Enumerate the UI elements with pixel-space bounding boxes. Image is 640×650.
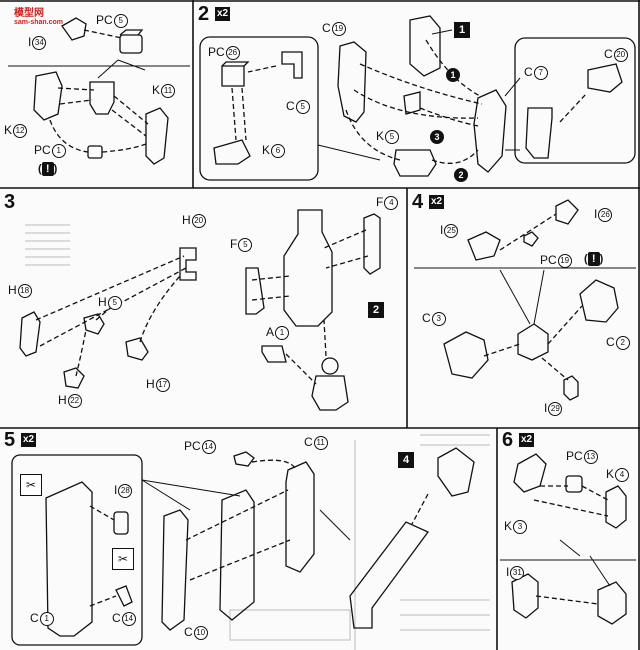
order-mark: 3 xyxy=(430,130,444,144)
step5-leaders xyxy=(141,479,351,541)
step5-guides xyxy=(89,459,429,607)
reference-box: 2 xyxy=(368,302,384,318)
step4-leaders xyxy=(499,269,545,325)
reference-box: 1 xyxy=(454,22,470,38)
step2-parts xyxy=(213,15,623,177)
step1-guides xyxy=(49,29,149,153)
step-number: 6 xyxy=(502,429,514,451)
subpanels xyxy=(8,36,636,646)
step1-parts xyxy=(33,17,169,165)
step2-guides xyxy=(231,39,587,164)
order-mark: 2 xyxy=(454,168,468,182)
step6-guides xyxy=(533,485,609,605)
background-print xyxy=(25,224,490,650)
step-number: 3 xyxy=(4,191,16,213)
step-number: 5 xyxy=(4,429,16,451)
step6-leaders xyxy=(559,539,611,587)
order-mark: 1 xyxy=(446,68,460,82)
step4-parts xyxy=(443,199,619,401)
step3-guides xyxy=(35,229,369,385)
warning-mark: (!) xyxy=(584,252,604,266)
nipper-icon: ✂ xyxy=(20,474,42,496)
step5-parts xyxy=(45,447,475,637)
step4-guides xyxy=(483,213,583,381)
watermark-logo: 模型网 sam-shan.com xyxy=(14,8,64,26)
step1-leaders xyxy=(97,59,146,79)
quantity-badge: x2 xyxy=(519,433,535,447)
step3-parts xyxy=(19,209,381,411)
warning-mark: (!) xyxy=(38,162,58,176)
quantity-badge: x2 xyxy=(215,7,231,21)
step-number: 4 xyxy=(412,191,424,213)
quantity-badge: x2 xyxy=(429,195,445,209)
reference-box: 4 xyxy=(398,452,414,468)
step6-parts xyxy=(511,453,627,625)
quantity-badge: x2 xyxy=(21,433,37,447)
step-number: 2 xyxy=(198,3,210,25)
nipper-icon: ✂ xyxy=(112,548,134,570)
step2-leaders xyxy=(317,29,521,161)
